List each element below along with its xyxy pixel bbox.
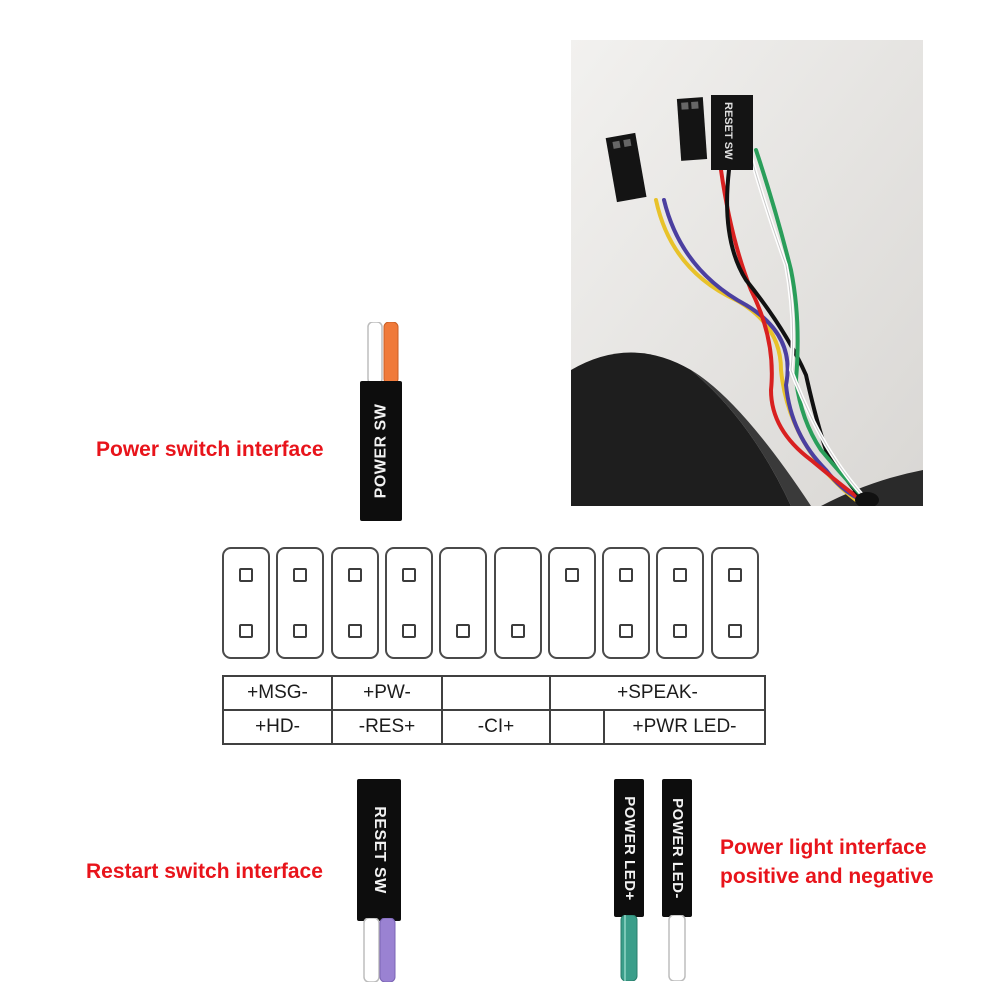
pin-bottom (293, 624, 307, 638)
pin-column (711, 547, 759, 659)
label-msg: +MSG- (247, 682, 308, 703)
power-light-caption-line1: Power light interface (720, 836, 927, 859)
pin-top (239, 568, 253, 582)
pin-top (728, 568, 742, 582)
pin-top (565, 568, 579, 582)
restart-switch-caption: Restart switch interface (86, 860, 323, 883)
label-pw: +PW- (363, 682, 411, 703)
label-speak: +SPEAK- (617, 682, 698, 703)
pin-column (331, 547, 379, 659)
label-res: -RES+ (358, 716, 416, 737)
power-light-caption-line2: positive and negative (720, 865, 934, 888)
power-sw-connector: POWER SW (360, 381, 402, 521)
pin-column (439, 547, 487, 659)
pin-bottom (728, 624, 742, 638)
label-empty-2 (551, 711, 603, 743)
power-led-positive-label: POWER LED+ (620, 795, 638, 901)
pin-column (222, 547, 270, 659)
reset-sw-connector: RESET SW (357, 779, 401, 921)
power-led-negative-label: POWER LED- (668, 797, 686, 899)
connector-photo-illustration: RESET SW (571, 40, 923, 506)
pin-bottom (673, 624, 687, 638)
pin-bottom (402, 624, 416, 638)
pin-bottom (348, 624, 362, 638)
pin-bottom (619, 624, 633, 638)
pin-column (276, 547, 324, 659)
connector-photo: RESET SW (571, 40, 923, 506)
pin-top (348, 568, 362, 582)
power-sw-wires (367, 322, 399, 384)
label-ci: -CI+ (477, 716, 515, 737)
power-led-negative-connector: POWER LED- (662, 779, 692, 917)
pin-top (619, 568, 633, 582)
pin-bottom (511, 624, 525, 638)
pin-column (494, 547, 542, 659)
pin-label-table: +MSG- +PW- +SPEAK- +HD- -RES+ -CI+ +PWR … (222, 675, 766, 745)
pin-top (673, 568, 687, 582)
pin-top (293, 568, 307, 582)
pin-header (222, 547, 768, 663)
power-led-positive-connector: POWER LED+ (614, 779, 644, 917)
reset-sw-wires (363, 918, 396, 982)
label-pwr-led: +PWR LED- (632, 716, 737, 737)
pin-top (402, 568, 416, 582)
photo-reset-sw-label: RESET SW (722, 102, 734, 160)
pin-bottom (239, 624, 253, 638)
power-led-positive-wire (620, 915, 638, 981)
power-led-negative-wire (668, 915, 686, 981)
label-empty-1 (443, 677, 549, 709)
pin-bottom (456, 624, 470, 638)
pin-column (548, 547, 596, 659)
pin-column (656, 547, 704, 659)
pin-column (602, 547, 650, 659)
power-sw-label: POWER SW (372, 403, 390, 499)
power-switch-caption: Power switch interface (96, 438, 324, 461)
reset-sw-label: RESET SW (371, 806, 388, 894)
pin-column (385, 547, 433, 659)
label-hd: +HD- (255, 716, 300, 737)
